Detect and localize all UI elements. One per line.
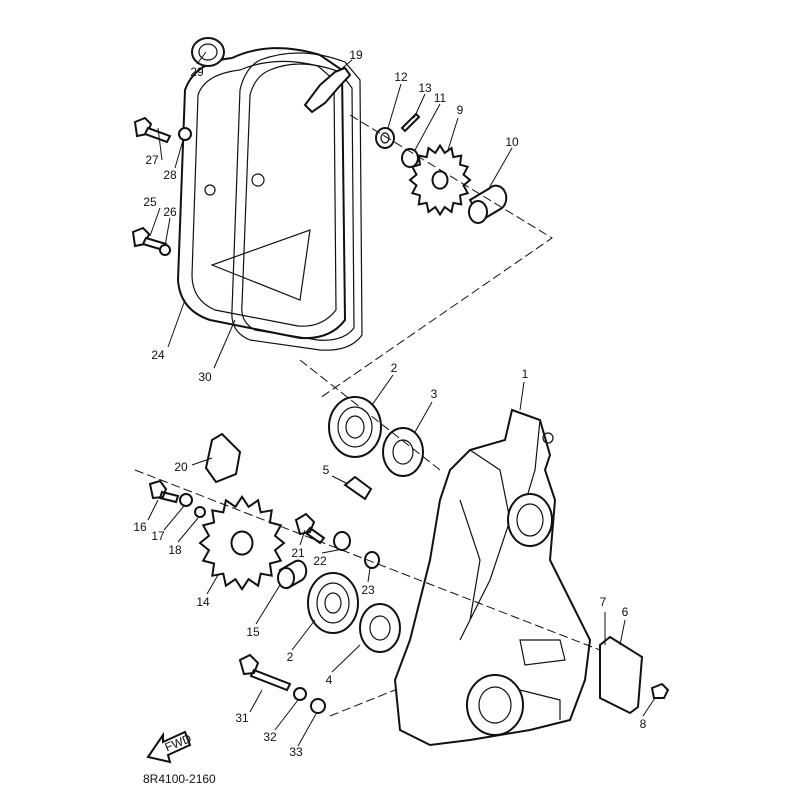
callout-31: 31 (235, 711, 249, 725)
callout-13: 13 (418, 81, 432, 95)
callout-21: 21 (291, 546, 305, 560)
oil-seal (191, 37, 225, 67)
bolt (133, 116, 172, 144)
bolt (238, 653, 292, 692)
callout-5: 5 (323, 463, 330, 477)
washer (194, 506, 206, 518)
collar (277, 559, 308, 590)
washer (293, 687, 307, 701)
callout-32: 32 (263, 730, 277, 744)
callout-15: 15 (246, 625, 260, 639)
callout-2: 2 (391, 361, 398, 375)
fwd-arrow-icon: FWD (146, 730, 194, 764)
callout-18: 18 (168, 543, 182, 557)
callout-26: 26 (163, 205, 177, 219)
pin (343, 475, 373, 501)
callout-6: 6 (622, 605, 629, 619)
callout-14: 14 (196, 595, 210, 609)
callout-1: 1 (522, 367, 529, 381)
callout-7: 7 (600, 595, 607, 609)
callout-33: 33 (289, 745, 303, 759)
chain-link (303, 66, 352, 114)
chain-case-cover (176, 47, 347, 340)
callout-10: 10 (505, 135, 519, 149)
callout-8: 8 (640, 717, 647, 731)
callout-28: 28 (163, 168, 177, 182)
part-code: 8R4100-2160 (143, 772, 216, 786)
callout-19: 19 (349, 48, 363, 62)
washer (179, 493, 193, 507)
callout-24: 24 (151, 348, 165, 362)
callout-25: 25 (143, 195, 157, 209)
callout-3: 3 (431, 387, 438, 401)
drive-sprocket (408, 143, 472, 217)
washer (310, 698, 326, 714)
callout-2-lower: 2 (287, 650, 294, 664)
callout-30: 30 (198, 370, 212, 384)
driven-sprocket (198, 494, 286, 592)
washer (178, 127, 192, 141)
callout-22: 22 (313, 554, 327, 568)
chain-tensioner (204, 432, 242, 484)
callout-4: 4 (326, 673, 333, 687)
bolt (148, 479, 180, 504)
callout-20: 20 (174, 460, 188, 474)
callout-17: 17 (151, 529, 165, 543)
oil-seal (382, 427, 424, 477)
callout-9: 9 (457, 103, 464, 117)
pin (400, 112, 421, 133)
collar (468, 184, 508, 224)
bearing (307, 572, 359, 634)
washer (364, 551, 380, 569)
callout-27: 27 (145, 153, 159, 167)
callout-12: 12 (394, 70, 408, 84)
bracket-plate (599, 635, 644, 715)
washer (401, 148, 419, 168)
bolt (650, 682, 670, 699)
bolt (294, 512, 326, 545)
oil-seal (359, 603, 401, 653)
callout-23: 23 (361, 583, 375, 597)
callout-29: 29 (190, 65, 204, 79)
nut (333, 531, 351, 551)
gasket (231, 52, 363, 351)
callout-11: 11 (434, 91, 447, 105)
washer (159, 244, 171, 256)
callout-16: 16 (133, 520, 147, 534)
collar (375, 127, 395, 149)
bearing (328, 396, 382, 458)
